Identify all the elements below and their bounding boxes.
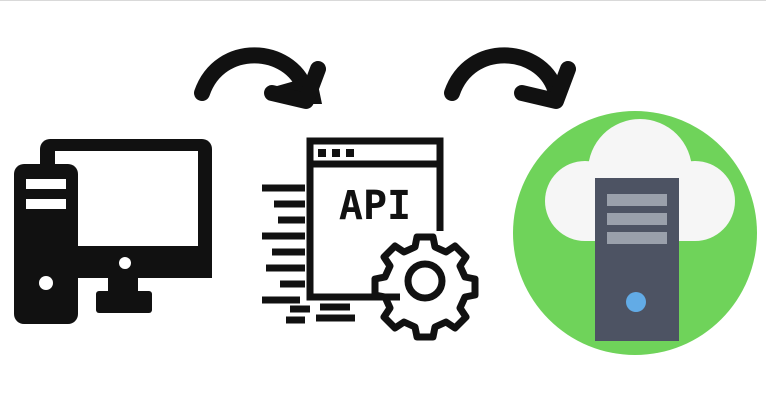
curved-arrow-icon: [444, 47, 576, 109]
cloud-server-icon: [513, 111, 757, 355]
desktop-computer-icon: [14, 139, 212, 324]
api-gear-icon: [262, 137, 479, 341]
curved-arrow-icon: [194, 47, 326, 109]
api-label: API: [339, 183, 411, 229]
